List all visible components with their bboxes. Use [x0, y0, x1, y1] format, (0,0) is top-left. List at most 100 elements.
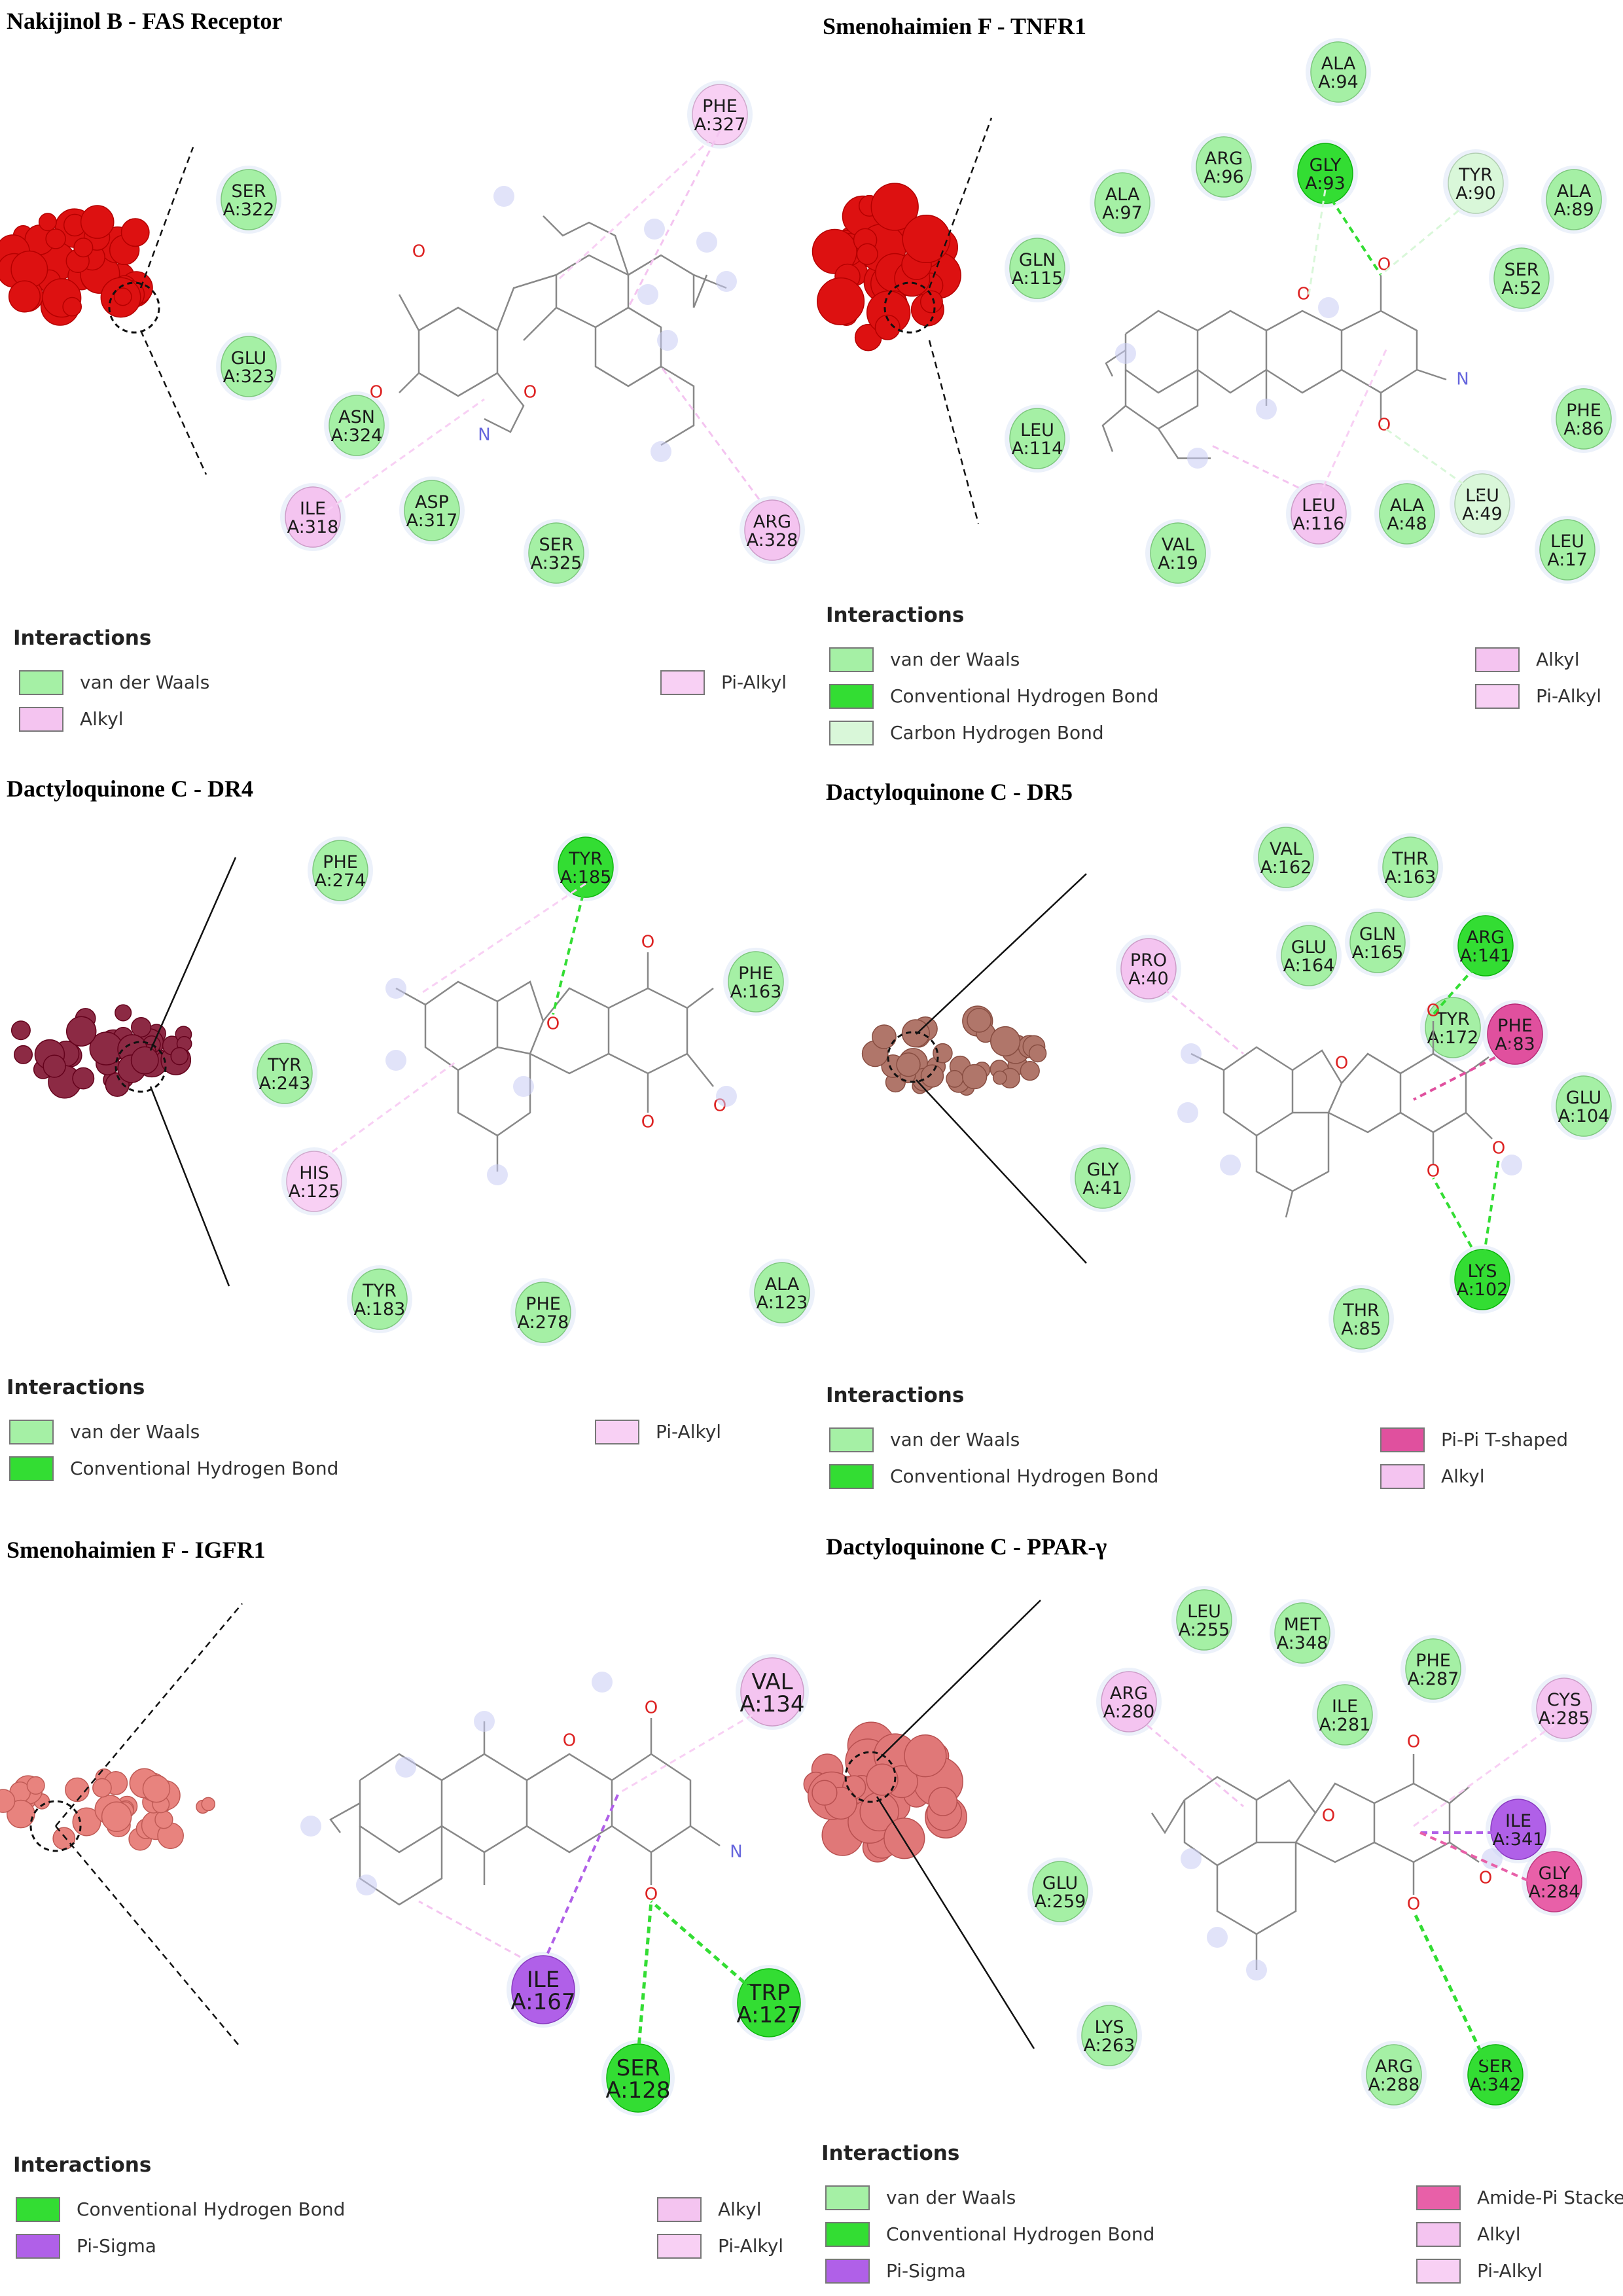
- residue-name: ASP: [415, 492, 449, 512]
- residue-disc: [1467, 2044, 1524, 2106]
- residue-id: A:49: [1462, 504, 1502, 524]
- interaction-line: [542, 1793, 620, 1964]
- residue-name: ARG: [1467, 927, 1505, 948]
- legend-label: Pi-Pi T-shaped: [1441, 1429, 1568, 1450]
- solvent-exposure-spot: [651, 441, 671, 462]
- ligand-bond: [1216, 1842, 1297, 1935]
- residue-id: A:281: [1319, 1715, 1371, 1735]
- residue-name: VAL: [1162, 535, 1194, 555]
- protein-surface: [812, 183, 961, 351]
- ligand-bond: [418, 306, 499, 397]
- protein-blob: [10, 1020, 31, 1041]
- legend-item: Pi-Sigma: [16, 2234, 156, 2259]
- protein-blob: [45, 228, 66, 249]
- residue-disc: [1405, 1638, 1461, 1700]
- solvent-exposure-spot: [300, 1816, 321, 1837]
- legend-label: Alkyl: [718, 2198, 762, 2220]
- interaction-line: [627, 130, 721, 308]
- residue-disc: [728, 951, 784, 1013]
- residue-id: A:127: [736, 2002, 801, 2028]
- legend-swatch: [657, 2234, 702, 2259]
- residue-disc: [754, 1262, 810, 1323]
- protein-blob: [1028, 1044, 1047, 1063]
- oxygen-atom: O: [1322, 1806, 1335, 1826]
- legend-item: Pi-Alkyl: [657, 2234, 783, 2259]
- ligand-bond: [628, 254, 695, 308]
- legend-label: Pi-Alkyl: [721, 672, 787, 693]
- legend-label: van der Waals: [80, 672, 209, 693]
- protein-surface: [803, 1721, 967, 1863]
- zoom-guide-line: [876, 1600, 1041, 1761]
- legend-item: Amide-Pi Stacked: [1416, 2185, 1623, 2210]
- residue-name: ALA: [765, 1274, 800, 1295]
- legend-swatch: [9, 1456, 54, 1481]
- residue-id: A:19: [1158, 553, 1198, 573]
- oxygen-atom: O: [1479, 1869, 1492, 1888]
- protein-blob: [992, 1070, 1007, 1085]
- protein-blob: [856, 243, 878, 265]
- protein-blob: [883, 1818, 925, 1859]
- legend-item: Conventional Hydrogen Bond: [829, 684, 1158, 709]
- protein-blob: [1020, 1061, 1040, 1081]
- legend-item: Pi-Alkyl: [1475, 684, 1601, 709]
- protein-blob: [870, 183, 919, 231]
- residue-disc: [404, 480, 460, 541]
- residue-id: A:287: [1408, 1669, 1459, 1689]
- residue-name: SER: [232, 181, 266, 202]
- oxygen-atom: O: [1427, 1001, 1440, 1021]
- interaction-line: [327, 398, 485, 512]
- residue-disc: [1274, 1602, 1330, 1664]
- oxygen-atom: O: [1407, 1895, 1420, 1914]
- ligand-bond: [1328, 1052, 1402, 1134]
- interaction-line: [1432, 1177, 1484, 1267]
- legend-item: Pi-Alkyl: [1416, 2259, 1543, 2284]
- residue-name: GLN: [1019, 250, 1056, 270]
- solvent-exposure-spot: [385, 1050, 406, 1071]
- residue-id: A:40: [1128, 969, 1168, 989]
- residue-id: A:123: [757, 1293, 808, 1313]
- legend-label: Conventional Hydrogen Bond: [70, 1458, 338, 1479]
- legend-swatch: [829, 647, 874, 672]
- legend-item: Pi-Alkyl: [595, 1420, 721, 1444]
- residue-disc: [1075, 1147, 1131, 1209]
- residue-name: GLY: [1087, 1160, 1119, 1180]
- residue-name: LEU: [1187, 1602, 1221, 1622]
- legend-item: Carbon Hydrogen Bond: [829, 721, 1104, 745]
- residue-name: SER: [616, 2055, 660, 2081]
- residue-id: A:85: [1341, 1319, 1381, 1339]
- interaction-line: [552, 883, 587, 1015]
- solvent-exposure-spot: [356, 1874, 377, 1895]
- legend-label: Conventional Hydrogen Bond: [890, 685, 1158, 707]
- ligand-bond: [329, 1802, 361, 1833]
- solvent-exposure-spot: [716, 271, 737, 292]
- solvent-exposure-spot: [1501, 1155, 1522, 1175]
- protein-blob: [967, 1007, 992, 1033]
- ligand-bond: [1416, 368, 1447, 381]
- oxygen-atom: O: [1427, 1162, 1440, 1181]
- protein-blob: [131, 1016, 152, 1038]
- legend-title: Interactions: [13, 2153, 151, 2177]
- legend-item: Conventional Hydrogen Bond: [825, 2222, 1154, 2247]
- zoom-guide-line: [876, 1796, 1035, 2049]
- residue-id: A:325: [531, 553, 582, 573]
- legend-label: van der Waals: [70, 1421, 200, 1443]
- protein-blob: [14, 1045, 33, 1064]
- ligand-bond: [556, 254, 630, 329]
